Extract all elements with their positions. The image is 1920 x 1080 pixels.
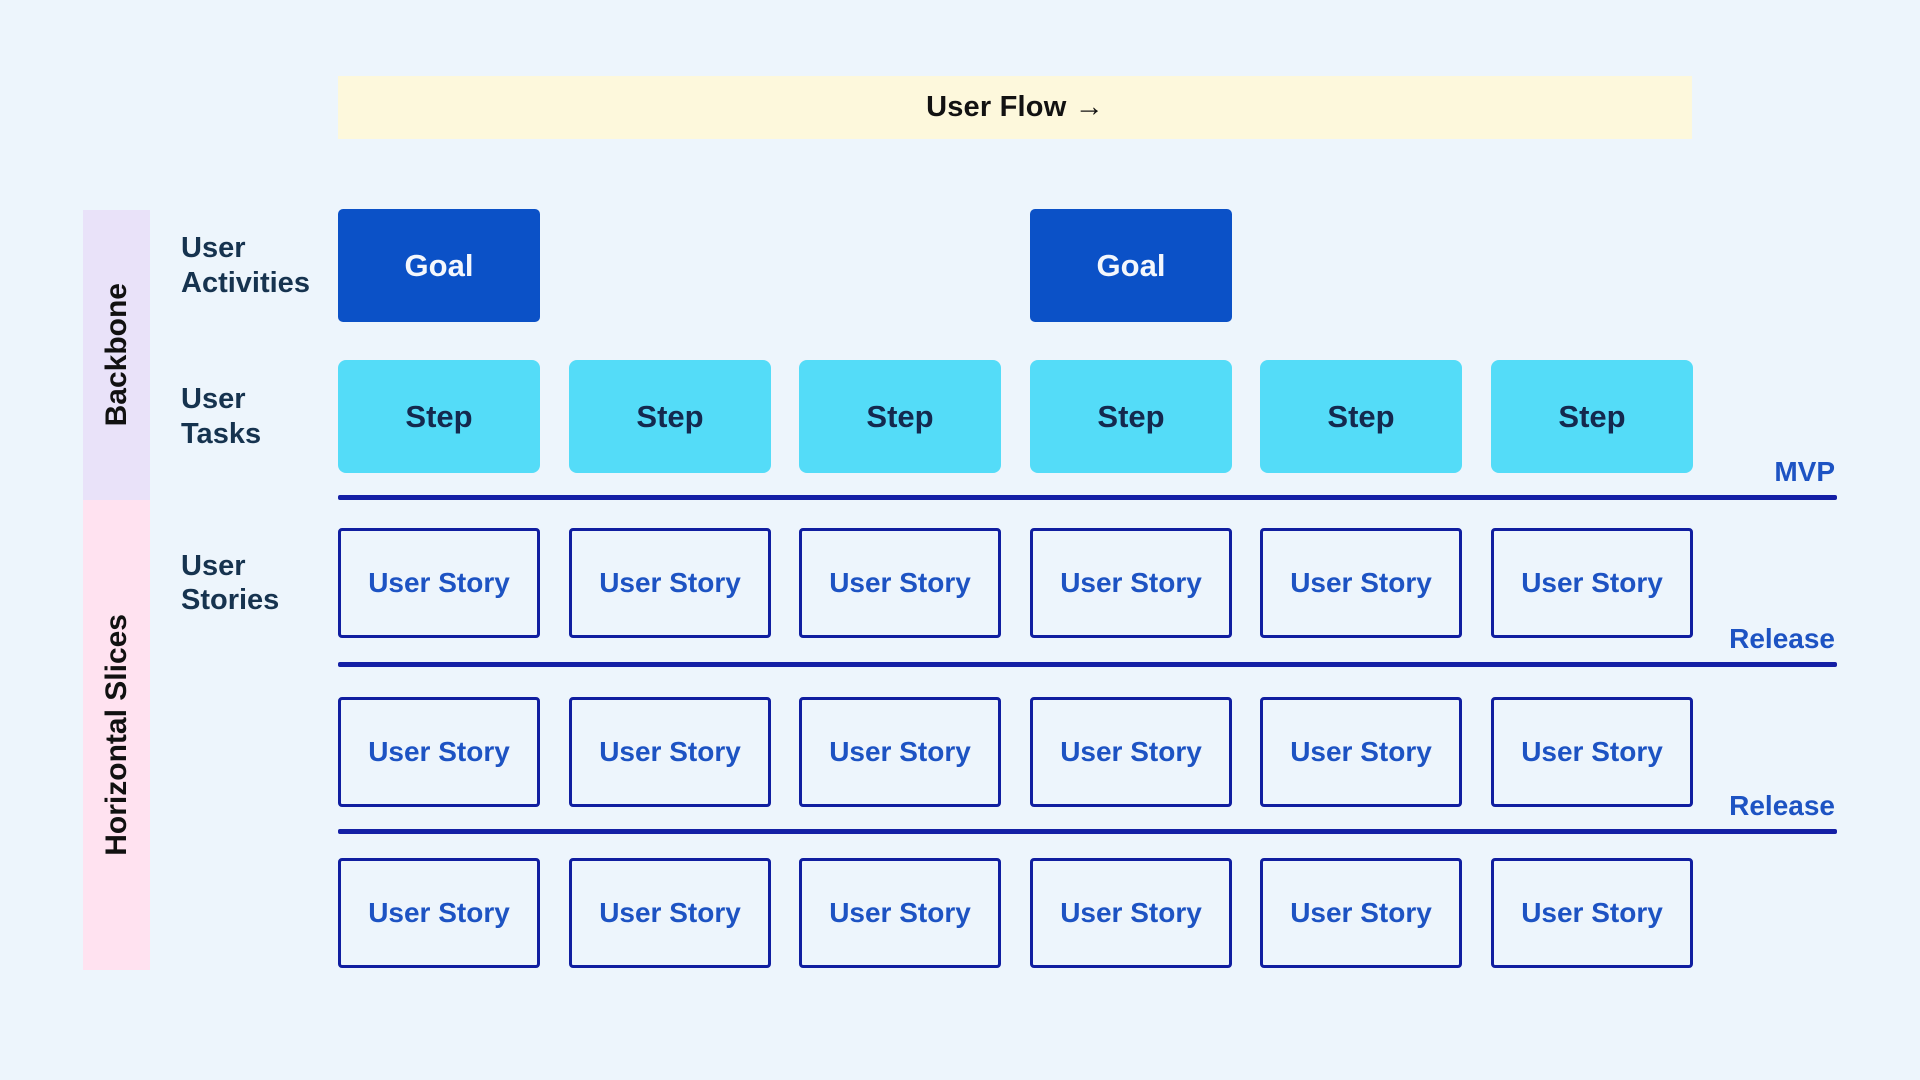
user-story-card: User Story bbox=[1491, 858, 1693, 968]
user-story-card: User Story bbox=[569, 858, 771, 968]
user-story-card: User Story bbox=[799, 858, 1001, 968]
milestone-divider-release bbox=[338, 829, 1837, 834]
step-box: Step bbox=[1491, 360, 1693, 473]
user-story-card: User Story bbox=[338, 528, 540, 638]
step-box: Step bbox=[1030, 360, 1232, 473]
horizontal-slices-label: Horizontal Slices bbox=[99, 614, 133, 856]
user-story-card: User Story bbox=[1260, 528, 1462, 638]
user-story-card: User Story bbox=[1030, 697, 1232, 807]
milestone-label-release: Release bbox=[1729, 790, 1835, 821]
backbone-strip: Backbone bbox=[83, 210, 150, 500]
user-story-card: User Story bbox=[338, 697, 540, 807]
row-label-user-activities-text: User Activities bbox=[181, 232, 310, 299]
user-story-card: User Story bbox=[799, 697, 1001, 807]
user-flow-label: User Flow → bbox=[926, 91, 1104, 123]
user-story-card: User Story bbox=[799, 528, 1001, 638]
row-label-user-stories-text: User Stories bbox=[181, 549, 280, 616]
user-story-card: User Story bbox=[569, 528, 771, 638]
milestone-divider-mvp bbox=[338, 495, 1837, 500]
milestone-divider-release bbox=[338, 662, 1837, 667]
row-label-user-activities: User Activities bbox=[181, 209, 313, 322]
backbone-label: Backbone bbox=[99, 283, 133, 427]
horizontal-slices-strip: Horizontal Slices bbox=[83, 500, 150, 970]
user-flow-banner: User Flow → bbox=[338, 76, 1692, 139]
milestone-label-release: Release bbox=[1729, 623, 1835, 654]
user-story-card: User Story bbox=[1491, 528, 1693, 638]
user-story-card: User Story bbox=[569, 697, 771, 807]
user-story-card: User Story bbox=[1030, 858, 1232, 968]
user-story-card: User Story bbox=[1491, 697, 1693, 807]
goal-box: Goal bbox=[1030, 209, 1232, 322]
user-story-card: User Story bbox=[1260, 697, 1462, 807]
row-label-user-tasks-text: User Tasks bbox=[181, 383, 262, 450]
step-box: Step bbox=[799, 360, 1001, 473]
step-box: Step bbox=[1260, 360, 1462, 473]
user-story-card: User Story bbox=[1260, 858, 1462, 968]
step-box: Step bbox=[569, 360, 771, 473]
step-box: Step bbox=[338, 360, 540, 473]
user-story-card: User Story bbox=[1030, 528, 1232, 638]
row-label-user-tasks: User Tasks bbox=[181, 360, 313, 473]
goal-box: Goal bbox=[338, 209, 540, 322]
milestone-label-mvp: MVP bbox=[1774, 456, 1835, 487]
row-label-user-stories: User Stories bbox=[181, 528, 313, 638]
user-story-card: User Story bbox=[338, 858, 540, 968]
